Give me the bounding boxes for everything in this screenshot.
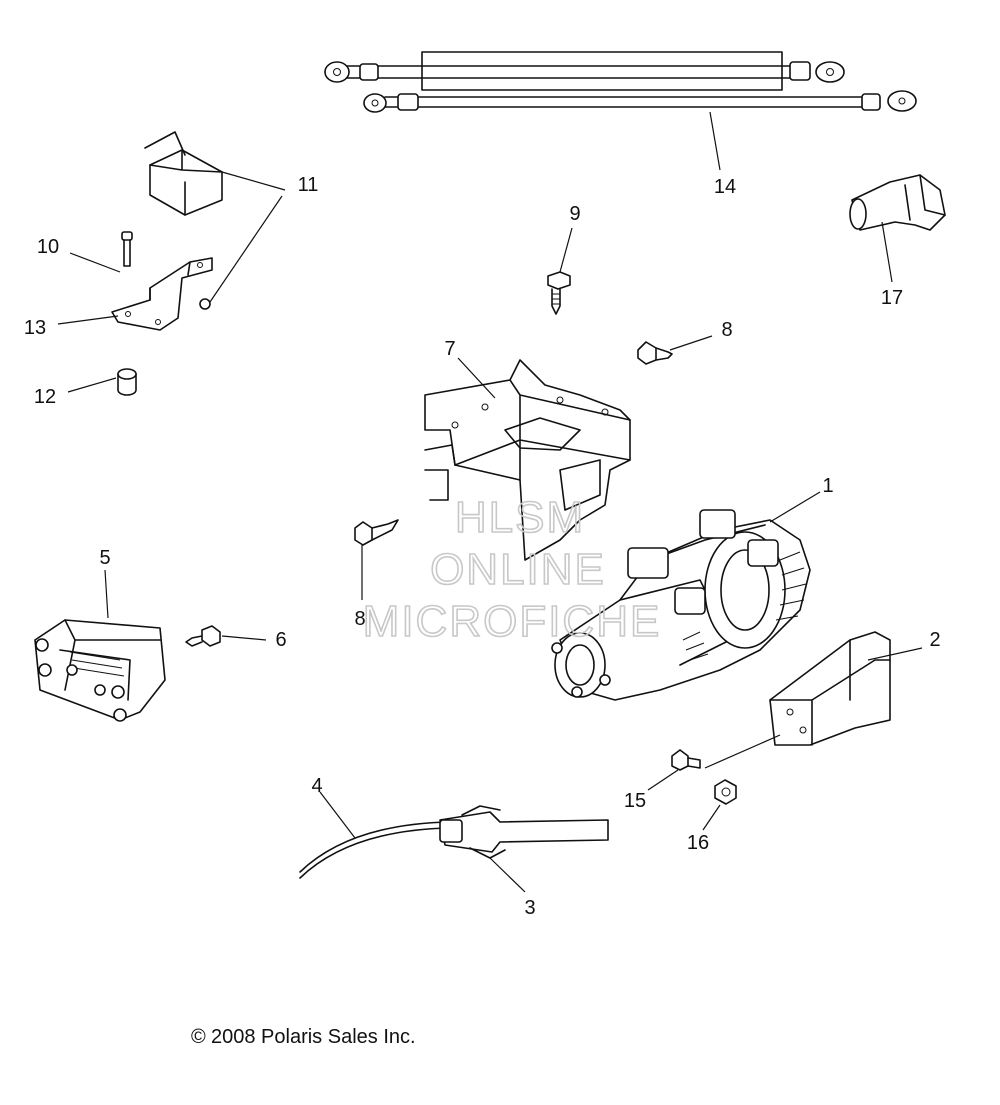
bracket-2	[769, 631, 891, 746]
callout-2: 2	[929, 629, 940, 651]
watermark-line-1: HLSM	[455, 493, 585, 542]
callout-8-lower: 8	[354, 608, 365, 630]
screw-8-upper	[637, 341, 673, 365]
copyright-text: 2008 Polaris Sales Inc.	[211, 1026, 416, 1048]
callout-15: 15	[624, 790, 646, 812]
bolt-15	[671, 749, 701, 771]
bracket-13	[111, 257, 213, 331]
callout-17: 17	[881, 287, 903, 309]
leader-lines	[57, 111, 923, 893]
callout-12: 12	[34, 386, 56, 408]
screw-9	[547, 271, 571, 315]
contactor-5	[34, 619, 166, 722]
bolt-10	[121, 231, 133, 267]
callout-1: 1	[822, 475, 833, 497]
copyright-line: © 2008 Polaris Sales Inc.	[191, 1026, 416, 1048]
watermark-line-3: MICROFICHE	[363, 597, 662, 646]
boot-3	[439, 805, 609, 859]
watermark-line-2: ONLINE	[430, 545, 606, 594]
callout-11: 11	[298, 174, 319, 196]
callout-7: 7	[444, 338, 455, 360]
winch-1	[551, 509, 811, 701]
callouts: 1 2 3 4 5 6 7 8 8 9 10 11 12 13 14 15 16…	[24, 174, 941, 919]
callout-6: 6	[275, 629, 286, 651]
callout-14: 14	[714, 176, 736, 198]
nut-16	[714, 779, 737, 805]
callout-3: 3	[524, 897, 535, 919]
callout-16: 16	[687, 832, 709, 854]
screw-6	[185, 625, 221, 647]
control-cable-4	[299, 821, 451, 879]
watermark: HLSM ONLINE MICROFICHE	[362, 492, 662, 647]
copyright-symbol: ©	[191, 1026, 206, 1048]
callout-4: 4	[311, 775, 322, 797]
callout-10: 10	[37, 236, 59, 258]
callout-9: 9	[569, 203, 580, 225]
callout-13: 13	[24, 317, 46, 339]
winch-mount-7	[424, 359, 631, 561]
callout-5: 5	[99, 547, 110, 569]
callout-8-upper: 8	[721, 319, 732, 341]
boot-17	[849, 174, 946, 231]
boot-11	[144, 131, 223, 216]
battery-cable-14	[324, 51, 917, 113]
screw-8-left	[354, 519, 399, 546]
bushing-12	[117, 368, 137, 396]
nut-11	[199, 298, 211, 310]
